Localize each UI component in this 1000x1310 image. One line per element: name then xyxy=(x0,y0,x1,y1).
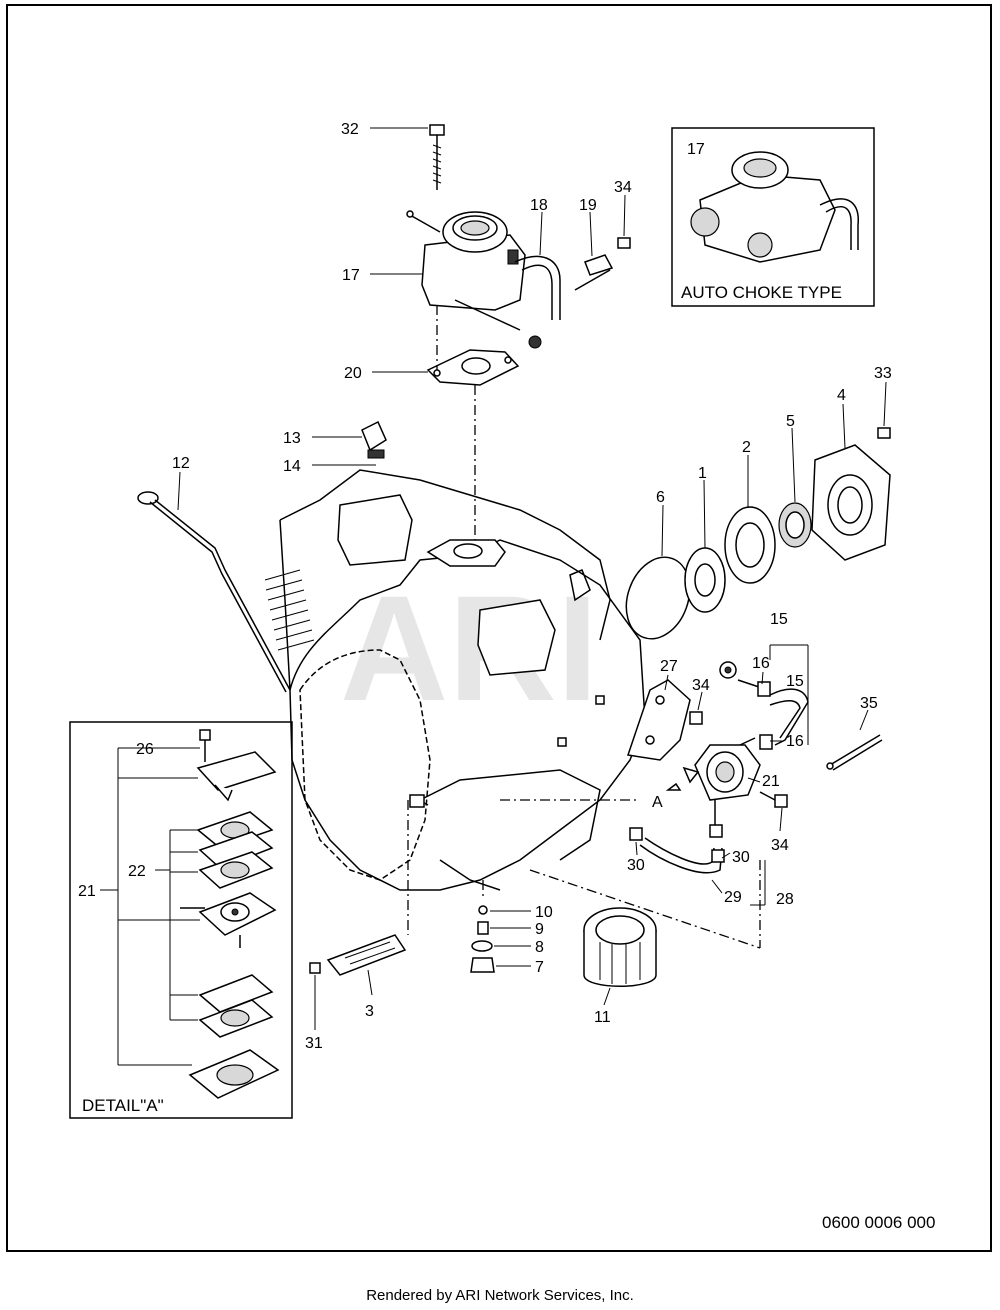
callout-27: 27 xyxy=(660,658,678,675)
auto-choke-label: AUTO CHOKE TYPE xyxy=(681,283,842,302)
callout-21-detail: 21 xyxy=(78,883,96,900)
callout-15-top: 15 xyxy=(770,611,788,628)
detail-a-box xyxy=(69,721,293,1119)
callout-11: 11 xyxy=(594,1009,611,1026)
callout-22: 22 xyxy=(128,863,146,880)
callout-labels: 32 17 18 19 34 17 20 33 4 5 2 1 6 13 14 … xyxy=(78,121,892,1115)
callout-16-top: 16 xyxy=(752,655,770,672)
callout-32: 32 xyxy=(341,121,359,138)
diagram-frame xyxy=(6,4,992,1252)
callout-34-low: 34 xyxy=(771,837,789,854)
callout-13: 13 xyxy=(283,430,301,447)
document-number: 0600 0006 000 xyxy=(822,1213,936,1232)
callout-17: 17 xyxy=(342,267,360,284)
callout-18: 18 xyxy=(530,197,548,214)
oil-pump-parts xyxy=(625,427,891,640)
auto-choke-inset: AUTO CHOKE TYPE xyxy=(671,127,875,307)
callout-34-mid: 34 xyxy=(692,677,710,694)
callout-14: 14 xyxy=(283,458,301,475)
callout-30-left: 30 xyxy=(627,857,645,874)
callout-7: 7 xyxy=(535,959,544,976)
callout-2: 2 xyxy=(742,439,751,456)
callout-3: 3 xyxy=(365,1003,374,1020)
fuel-pump xyxy=(500,644,883,949)
dipstick xyxy=(137,420,387,693)
callout-21: 21 xyxy=(762,773,780,790)
callout-17-auto-choke: 17 xyxy=(687,141,705,158)
leader-lines xyxy=(163,127,887,1030)
callout-31: 31 xyxy=(305,1035,323,1052)
callout-9: 9 xyxy=(535,921,544,938)
cylinder-fins xyxy=(264,569,315,651)
callout-29: 29 xyxy=(724,889,742,906)
callout-5: 5 xyxy=(786,413,795,430)
callout-33: 33 xyxy=(874,365,892,382)
callout-16: 16 xyxy=(786,733,804,750)
watermark-text: ARI xyxy=(340,564,598,732)
drain-filter xyxy=(309,794,657,987)
callout-8: 8 xyxy=(535,939,544,956)
callout-12: 12 xyxy=(172,455,190,472)
callout-26: 26 xyxy=(136,741,154,758)
carburetor xyxy=(406,124,631,540)
callout-34-top: 34 xyxy=(614,179,632,196)
detail-a-label: DETAIL"A" xyxy=(82,1096,164,1115)
footer-rendered-by: Rendered by ARI Network Services, Inc. xyxy=(366,1287,634,1304)
callout-19: 19 xyxy=(579,197,597,214)
callout-4: 4 xyxy=(837,387,846,404)
engine-block xyxy=(264,469,691,891)
callout-30-right: 30 xyxy=(732,849,750,866)
callout-28: 28 xyxy=(776,891,794,908)
callout-6: 6 xyxy=(656,489,665,506)
view-marker-a: A xyxy=(652,794,663,811)
callout-10: 10 xyxy=(535,904,553,921)
callout-15: 15 xyxy=(786,673,804,690)
callout-1: 1 xyxy=(698,465,707,482)
callout-20: 20 xyxy=(344,365,362,382)
callout-35: 35 xyxy=(860,695,878,712)
